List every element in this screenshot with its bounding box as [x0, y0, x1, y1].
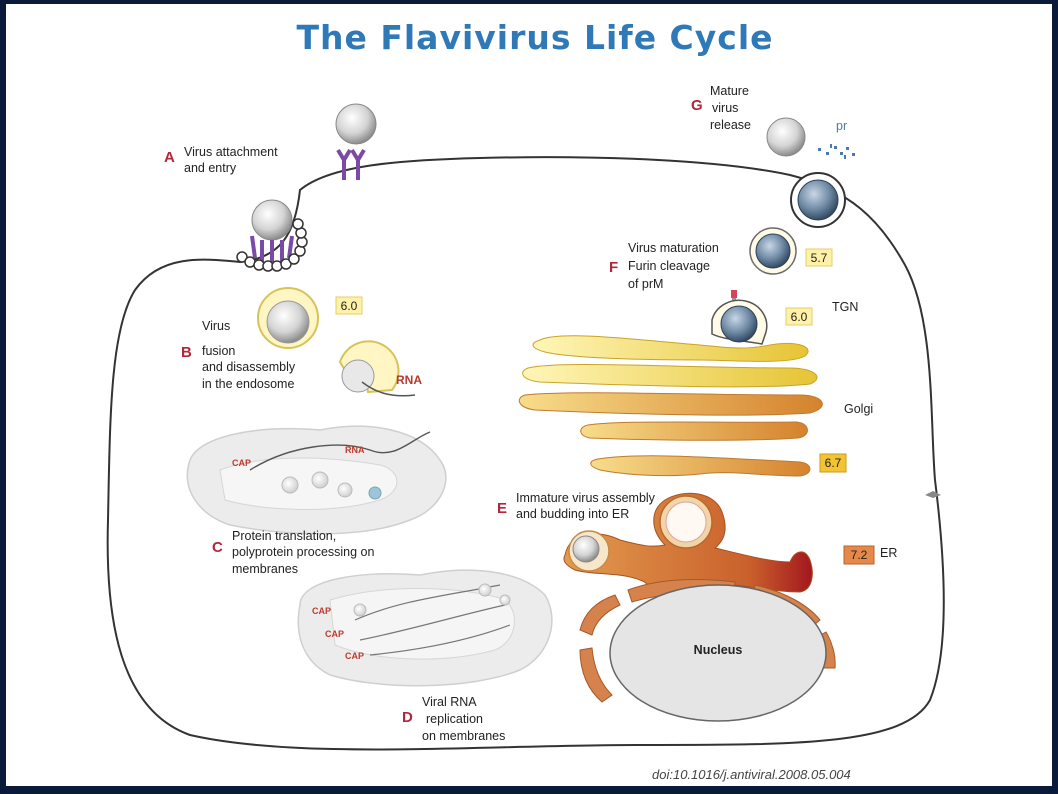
ph-vesicle: 5.7 — [811, 251, 828, 265]
free-virion — [335, 103, 377, 145]
cap-label-d-2: CAP — [325, 629, 344, 639]
step-f-line-3: of prM — [628, 277, 663, 291]
step-e-line-2: and budding into ER — [516, 507, 629, 521]
tgn-label: TGN — [832, 300, 858, 314]
step-b-line-4: in the endosome — [202, 377, 294, 391]
er-membrane-replication — [297, 569, 553, 687]
cell-membrane — [106, 156, 945, 751]
life-cycle-diagram: A Virus attachment and entry Virus B fus… — [106, 84, 945, 782]
golgi-label: Golgi — [844, 402, 873, 416]
cap-label-c: CAP — [232, 458, 251, 468]
ph-endosome: 6.0 — [341, 299, 358, 313]
step-g-line-3: release — [710, 118, 751, 132]
er-label: ER — [880, 546, 897, 560]
ph-er: 7.2 — [851, 548, 868, 562]
cap-label-d-3: CAP — [345, 651, 364, 661]
step-g-line-2: virus — [712, 101, 738, 115]
step-b-line-3: and disassembly — [202, 360, 296, 374]
step-g-letter: G — [691, 97, 703, 114]
diagram-frame: The Flavivirus Life Cycle — [6, 4, 1052, 786]
maturation-vesicle — [749, 227, 797, 275]
step-a-letter: A — [164, 149, 175, 166]
nucleus — [609, 584, 827, 722]
step-g-line-1: Mature — [710, 84, 749, 98]
step-a-line-2: and entry — [184, 161, 237, 175]
ph-badge-endosome — [335, 296, 363, 315]
ph-badge-tgn — [785, 307, 813, 326]
endoplasmic-reticulum — [563, 492, 813, 601]
nucleus-label: Nucleus — [694, 643, 743, 657]
step-e-line-1: Immature virus assembly — [516, 491, 656, 505]
ph-badge-vesicle — [805, 248, 833, 267]
pr-fragments — [818, 144, 855, 159]
step-d-line-2: replication — [426, 712, 483, 726]
golgi-stack — [518, 335, 823, 477]
step-c-line-1: Protein translation, — [232, 529, 336, 543]
rna-label-b: RNA — [396, 373, 422, 387]
step-c-line-2: polyprotein processing on — [232, 545, 374, 559]
ph-badge-golgi — [819, 453, 847, 473]
step-c-letter: C — [212, 539, 223, 556]
cap-label-d-1: CAP — [312, 606, 331, 616]
ph-tgn: 6.0 — [791, 310, 808, 324]
ph-golgi: 6.7 — [825, 456, 842, 470]
receptor-proteins — [336, 148, 366, 180]
step-b-letter: B — [181, 344, 192, 361]
step-f-line-2: Furin cleavage — [628, 259, 710, 273]
endosome-fusion — [338, 340, 416, 397]
step-b-line-1: Virus — [202, 319, 230, 333]
entering-virion — [236, 199, 308, 272]
step-d-line-3: on membranes — [422, 729, 505, 743]
tgn-budding-virion — [711, 299, 768, 345]
released-virion — [766, 117, 806, 157]
ph-badge-er — [843, 545, 875, 565]
pr-label: pr — [836, 119, 847, 133]
step-c-line-3: membranes — [232, 562, 298, 576]
step-b-line-2: fusion — [202, 344, 235, 358]
diagram-title: The Flavivirus Life Cycle — [296, 18, 774, 57]
rna-label-c: RNA — [345, 445, 365, 455]
step-e-letter: E — [497, 500, 507, 517]
step-a-line-1: Virus attachment — [184, 145, 278, 159]
step-f-letter: F — [609, 259, 618, 276]
step-d-line-1: Viral RNA — [422, 695, 477, 709]
citation: doi:10.1016/j.antiviral.2008.05.004 — [652, 767, 851, 782]
step-d-letter: D — [402, 709, 413, 726]
step-f-line-1: Virus maturation — [628, 241, 719, 255]
endosome-top — [257, 287, 319, 349]
exocytosis-vesicle — [790, 172, 846, 228]
er-membrane-translation — [186, 425, 447, 535]
